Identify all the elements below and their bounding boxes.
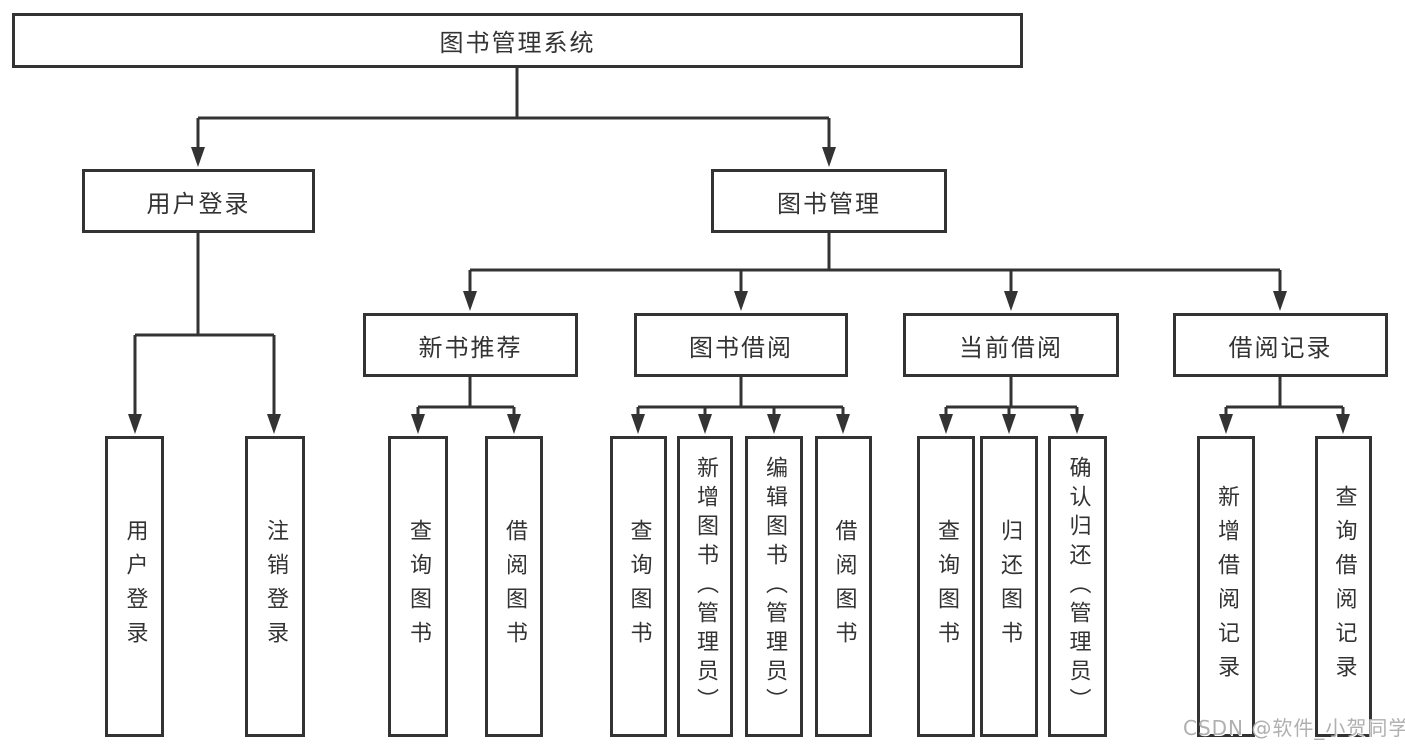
leaf-user-login: 用户登录 [105,436,164,737]
connector-borrow-records-to-leaves [1224,377,1345,418]
node-borrow-records-label: 借阅记录 [1228,333,1333,362]
leaf-logout-label: 注销登录 [263,518,288,655]
node-book-borrowing: 图书借阅 [634,313,848,377]
arrowhead [463,291,477,311]
node-borrow-records: 借阅记录 [1173,313,1388,377]
arrowhead [411,414,425,434]
leaf-add-books-admin: 新增图书（管理员） [677,436,733,737]
node-library-system: 图书管理系统 [12,13,1023,68]
arrowhead [1273,291,1287,311]
arrowhead [1004,291,1018,311]
arrowhead [822,147,836,167]
leaf-return-books: 归还图书 [980,436,1038,737]
node-current-borrowing: 当前借阅 [903,313,1119,377]
arrowhead [734,291,748,311]
arrowhead [767,414,781,434]
leaf-query-books-bb: 查询图书 [610,436,667,737]
arrowhead [631,414,645,434]
leaf-borrow-books-bb-label: 借阅图书 [831,518,857,655]
leaf-add-borrow-record-label: 新增借阅记录 [1214,484,1239,689]
arrowhead [507,414,521,434]
arrowhead [698,414,712,434]
node-user-login-label: 用户登录 [146,189,251,218]
watermark: CSDN @软件_小贺同学 [1183,716,1405,740]
leaf-user-login-label: 用户登录 [122,518,148,655]
leaf-add-books-admin-label: 新增图书（管理员） [693,456,718,717]
leaf-borrow-books-nb: 借阅图书 [485,436,543,737]
leaf-confirm-return-admin: 确认归还（管理员） [1048,436,1107,737]
node-library-system-label: 图书管理系统 [439,29,596,57]
leaf-query-books-nb: 查询图书 [388,436,448,737]
arrowhead [1219,414,1233,434]
node-book-management-label: 图书管理 [777,189,881,218]
leaf-borrow-books-bb: 借阅图书 [815,436,872,737]
connector-book-borrow-to-leaves [636,377,845,418]
arrowhead [1002,414,1016,434]
node-book-management: 图书管理 [711,169,947,233]
arrowhead [836,414,850,434]
node-book-borrowing-label: 图书借阅 [689,333,793,362]
connector-book-mgmt-to-level3 [468,233,1282,295]
leaf-return-books-label: 归还图书 [997,518,1022,655]
arrowhead [939,414,953,434]
leaf-query-borrow-record-label: 查询借阅记录 [1331,484,1357,689]
arrowhead [128,414,142,434]
leaf-query-books-cb: 查询图书 [917,436,975,737]
node-new-book-recommend-label: 新书推荐 [418,333,523,362]
leaf-query-books-cb-label: 查询图书 [934,518,959,655]
leaf-borrow-books-nb-label: 借阅图书 [502,518,527,655]
leaf-logout: 注销登录 [245,436,305,737]
connector-new-books-to-leaves [416,377,516,418]
leaf-query-books-bb-label: 查询图书 [626,518,652,655]
leaf-edit-books-admin-label: 编辑图书（管理员） [762,456,787,717]
arrowhead [1070,414,1084,434]
leaf-query-borrow-record: 查询借阅记录 [1315,436,1372,737]
leaf-confirm-return-admin-label: 确认归还（管理员） [1065,456,1091,717]
arrowhead [267,414,281,434]
leaf-add-borrow-record: 新增借阅记录 [1197,436,1255,737]
leaf-query-books-nb-label: 查询图书 [406,518,431,655]
connector-user-login-to-leaves [133,233,276,418]
leaf-edit-books-admin: 编辑图书（管理员） [745,436,803,737]
connector-current-borrow-to-leaves [944,377,1079,418]
arrowhead [1336,414,1350,434]
arrowhead [191,147,205,167]
connector-root-to-level2 [196,67,831,152]
node-new-book-recommend: 新书推荐 [363,313,578,377]
node-user-login: 用户登录 [82,169,315,233]
node-current-borrowing-label: 当前借阅 [959,333,1063,362]
